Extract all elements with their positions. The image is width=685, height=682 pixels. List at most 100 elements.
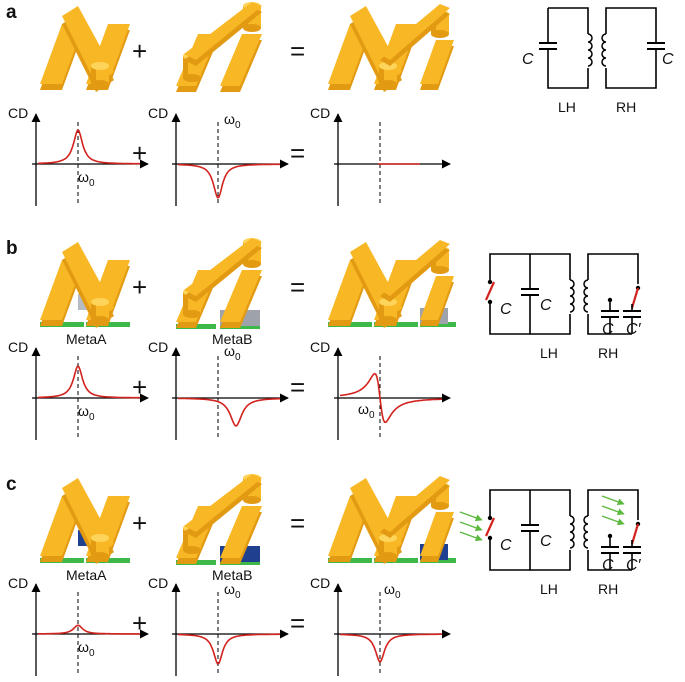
omega-zero-label: ω0 [224,111,241,131]
cd-curve [38,624,140,635]
coil-path [569,515,575,549]
post-top [379,298,397,306]
cd-axis-label: CD [310,339,330,355]
lh-wire-top [530,253,571,280]
rh-capacitor-c-prime [623,546,641,554]
equals-sign-2: = [290,608,305,638]
light-arrow [601,515,625,526]
light-arrow [459,531,483,542]
lh-wire-bottom [547,50,589,89]
cap-label-c-small: C [500,301,512,318]
cd-plot-right: CD [148,105,289,206]
post-bottom [379,316,397,324]
omega-zero-label: ω0 [78,403,95,423]
lh-coil [569,279,575,313]
right-strip [420,512,454,562]
cd-plot-right: CD [148,339,289,440]
lh-wire-bottom [529,296,571,335]
equals-sign: = [290,36,305,66]
lh-label: LH [540,345,558,361]
cd-plot-left: CD [8,575,149,676]
right-strip [220,506,262,564]
post-bottom [183,310,201,318]
rh-capacitor-c [601,546,619,554]
switch-contact [607,297,613,303]
cd-curve [339,633,442,663]
omega-zero-label: ω0 [358,401,375,421]
rh-coil [601,33,607,67]
post-bottom [183,546,201,554]
right-strip [420,276,454,326]
cd-axis-label: CD [8,105,28,121]
equals-sign: = [290,508,305,538]
lh-label: LH [558,99,576,115]
cap-label-c: C [602,321,614,338]
lh-loop: CLH [522,7,593,115]
rh-coil [583,515,589,549]
light-arrow [601,505,625,516]
coil-path [587,33,593,67]
lh-loop: C C LH [484,253,575,361]
top-bar [184,2,262,66]
front-post [379,62,397,88]
name-right: MetaB [212,567,252,583]
rh-wire-bottom [605,50,657,89]
post-shade [91,538,96,556]
rh-label: RH [598,345,618,361]
coil-path [601,33,607,67]
post-shade [183,292,188,314]
light-arrow [459,521,483,532]
rh-wire-top [587,253,639,288]
slab-top [380,476,450,532]
post-bottom [243,260,261,268]
cap-label-c: C [540,533,552,550]
panel-label: c [6,474,17,495]
cd-plot-result: CD [310,575,451,676]
post-shade [91,302,96,320]
slab-top [380,240,450,296]
cd-curve [178,397,280,427]
cap-label-c-prime: C′ [626,557,642,574]
cd-curve [339,372,442,423]
cap-label-c: C [540,297,552,314]
rh-wire-top [605,7,657,42]
post-shade [379,302,384,320]
rh-wire-top [587,489,639,524]
post-shade [91,66,96,84]
switch-contact [607,533,613,539]
plus-sign-2: + [132,608,147,638]
post-shade [183,56,188,78]
lh-capacitor [539,42,557,50]
cd-plot-result: CD [310,339,451,440]
omega-zero-label: ω0 [78,169,95,189]
top-bar [184,238,262,302]
cap-label-c: C [602,557,614,574]
omega-zero-label: ω0 [78,639,95,659]
equals-sign-2: = [290,138,305,168]
cd-curve [177,163,280,199]
right-strip [220,34,262,92]
cap-label-c: C [662,51,674,68]
left-switch [484,281,496,301]
equals-sign-2: = [290,372,305,402]
front-post [379,534,397,560]
name-left: MetaA [66,331,107,347]
omega-zero-label: ω0 [224,343,241,363]
cd-plot-left: CD [8,339,149,440]
rh-loop: CRH [601,7,674,115]
front-post [91,534,109,560]
cd-axis-label: CD [148,339,168,355]
slab-top [184,2,262,60]
slab-top [380,4,450,60]
plus-sign-2: + [132,372,147,402]
rh-capacitor [647,42,665,50]
structure-result [328,4,454,92]
cd-plot-result: CD [310,105,451,206]
light-arrow [601,495,625,506]
